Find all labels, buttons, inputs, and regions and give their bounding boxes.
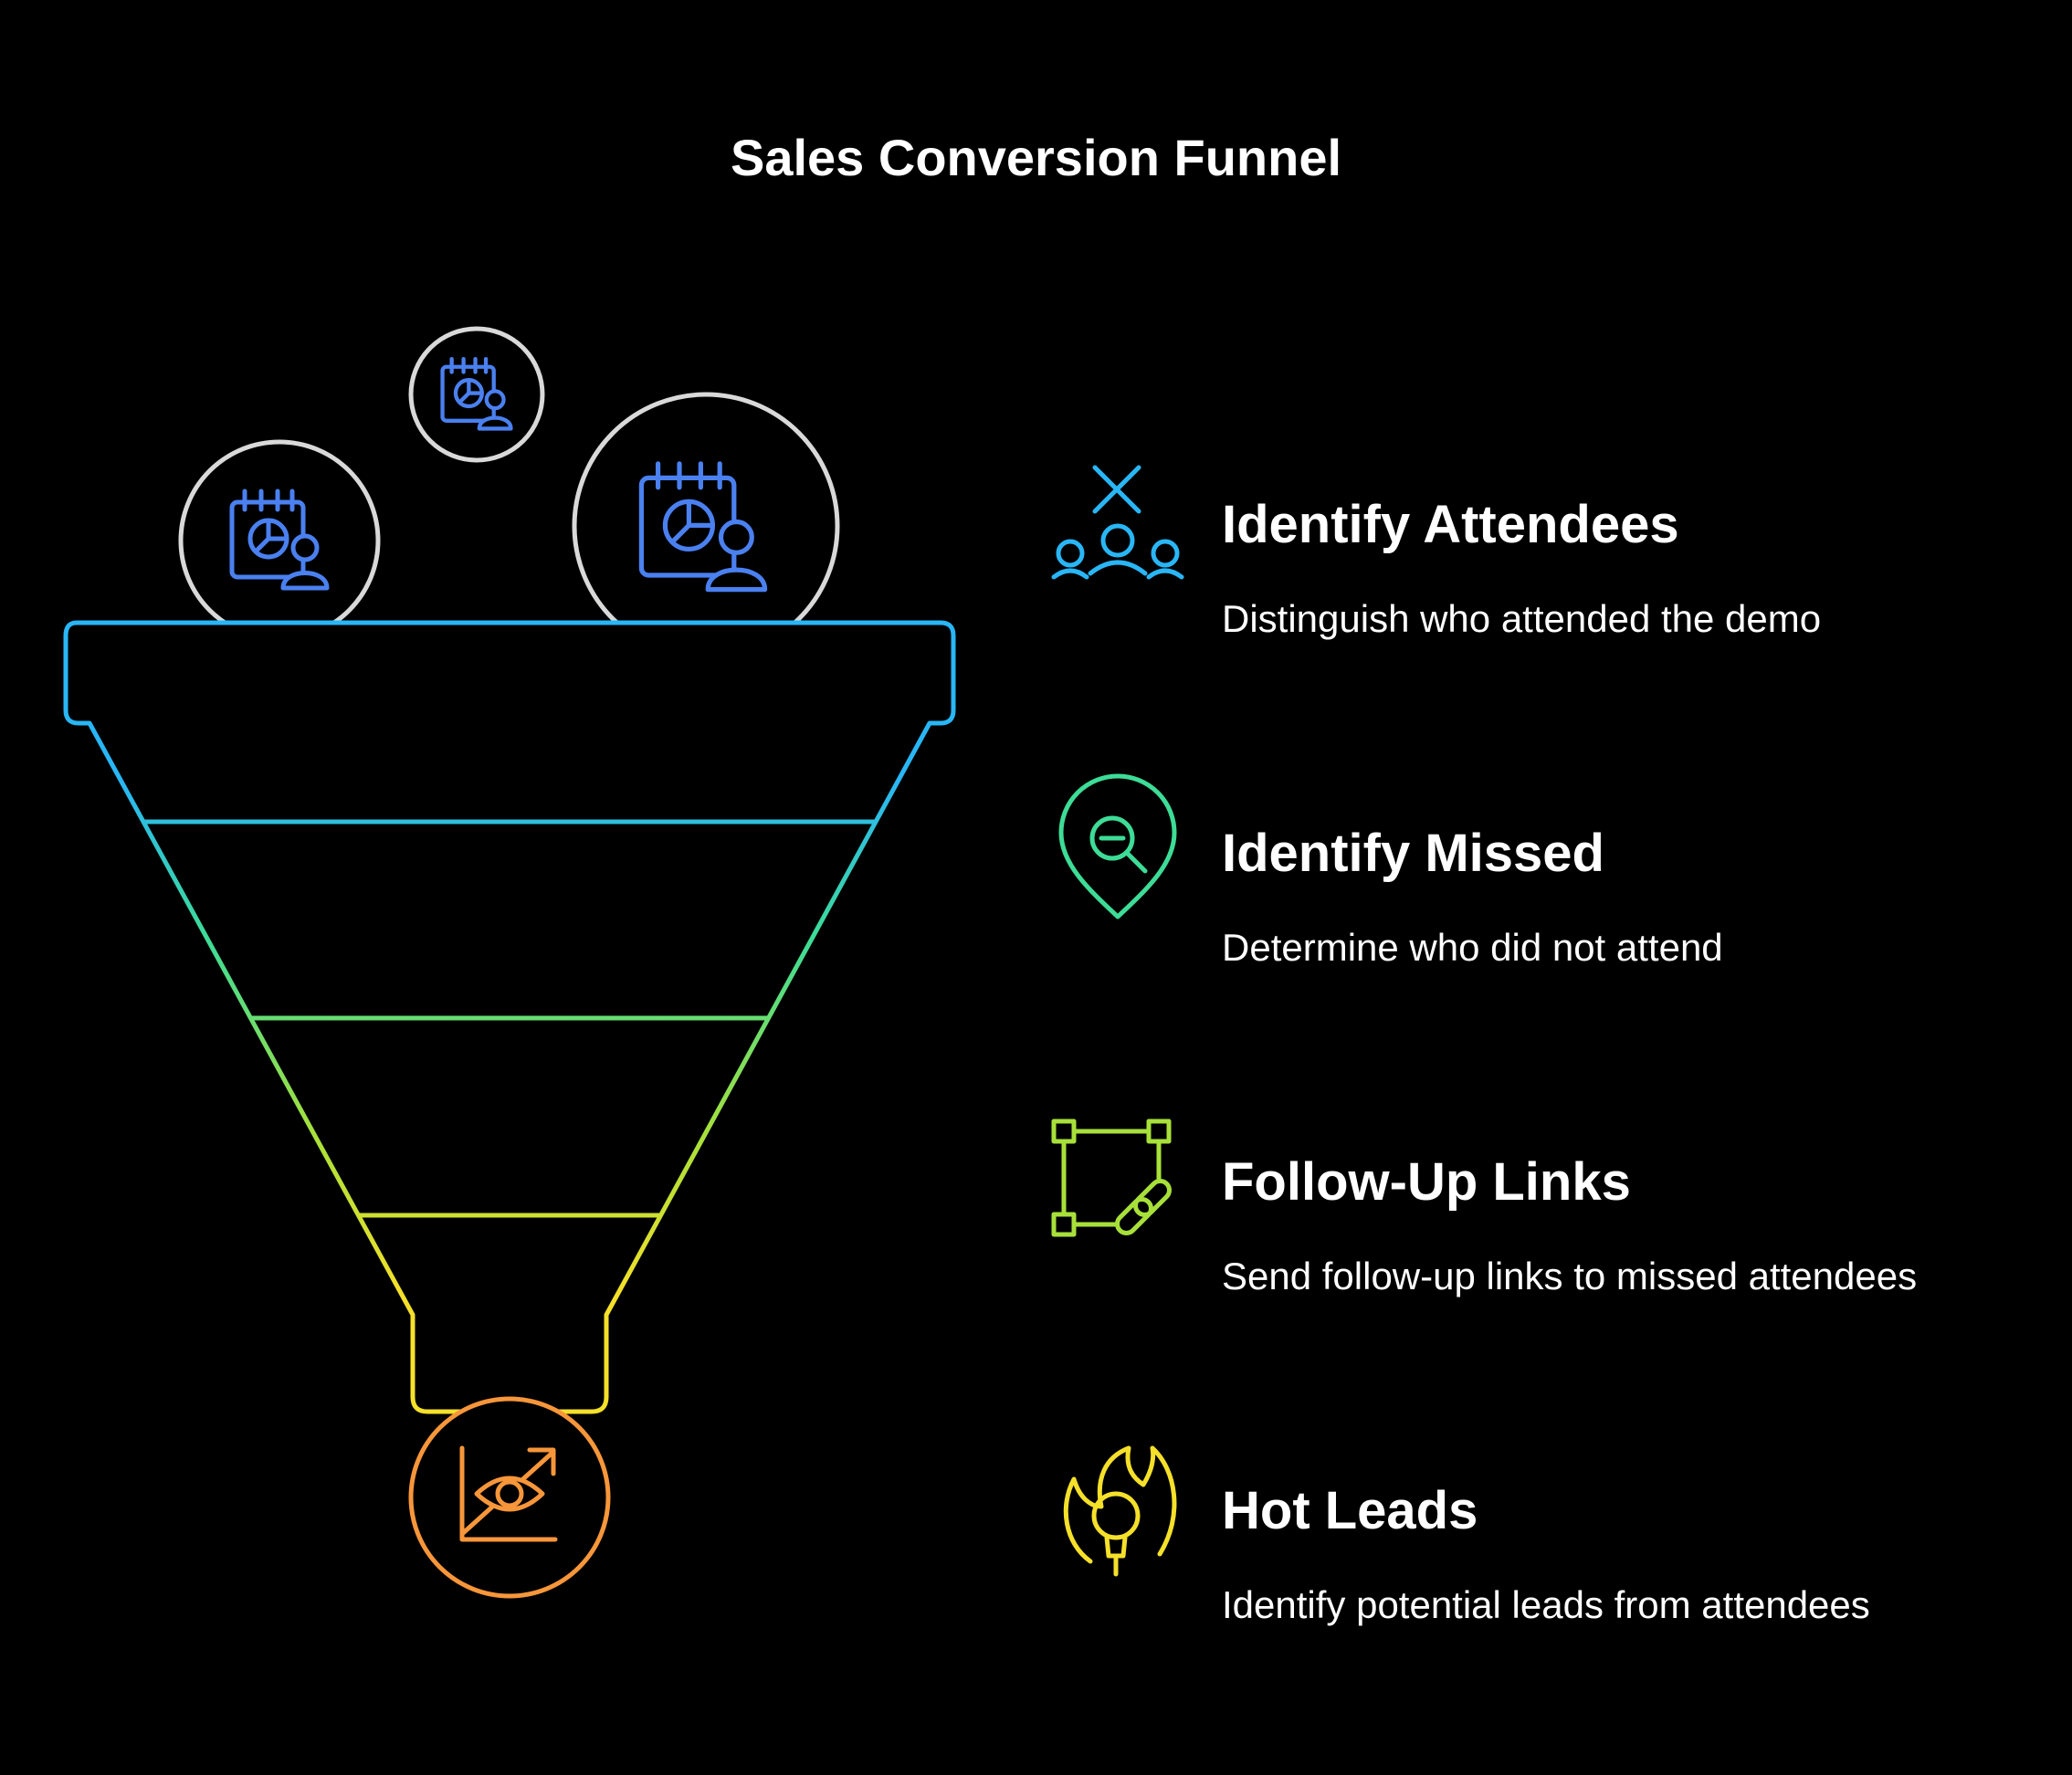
input-circle-right (572, 392, 840, 660)
input-circle-top (408, 326, 545, 463)
stage-hot-leads: Hot Leads Identify potential leads from … (1222, 1479, 2044, 1631)
output-circle (408, 1396, 611, 1599)
stage-title: Identify Missed (1222, 824, 1604, 883)
calendar-chart-user-icon (229, 488, 330, 591)
stage-description: Distinguish who attended the demo (1222, 597, 1822, 640)
calendar-chart-user-icon (638, 461, 768, 593)
input-circle-left (178, 439, 381, 642)
link-nodes-icon (1051, 1119, 1172, 1237)
attendees-group-icon (1051, 465, 1184, 580)
stage-identify-attendees: Identify Attendees Distinguish who atten… (1222, 493, 2044, 645)
chart-eye-icon (459, 1445, 558, 1542)
stage-title: Follow-Up Links (1222, 1152, 1631, 1212)
stage-follow-up-links: Follow-Up Links Send follow-up links to … (1222, 1150, 2044, 1302)
stage-title: Identify Attendees (1222, 495, 1679, 554)
stage-description: Send follow-up links to missed attendees (1222, 1255, 1918, 1297)
funnel (63, 620, 956, 1414)
page-title: Sales Conversion Funnel (730, 129, 1342, 186)
calendar-chart-user-icon (440, 356, 513, 431)
location-search-icon (1058, 773, 1177, 919)
stage-identify-missed: Identify Missed Determine who did not at… (1222, 822, 2044, 973)
stage-title: Hot Leads (1222, 1481, 1478, 1540)
stage-description: Identify potential leads from attendees (1222, 1583, 1870, 1626)
stage-description: Determine who did not attend (1222, 926, 1723, 969)
flame-bulb-icon (1063, 1445, 1177, 1577)
